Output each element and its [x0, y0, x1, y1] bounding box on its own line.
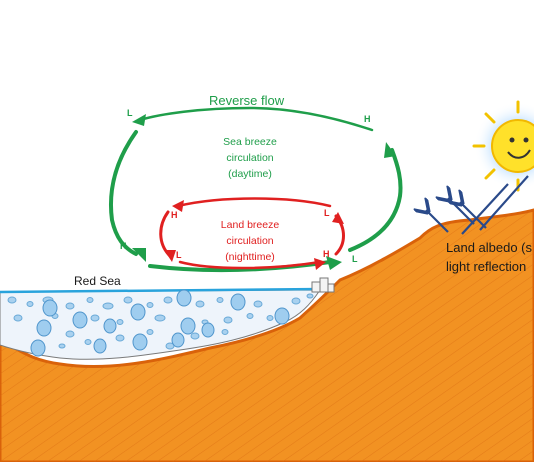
land-breeze-marker-top-left: H	[171, 210, 178, 220]
sea-breeze-line-2: circulation	[226, 152, 274, 164]
arrow-head	[172, 200, 184, 212]
land-breeze-marker-top-right: L	[324, 208, 330, 218]
arrow-head	[164, 250, 176, 262]
arrow-head	[314, 258, 326, 270]
land-breeze-marker-bottom-right: H	[323, 249, 330, 259]
land-breeze-top-flow	[176, 197, 332, 208]
sea-breeze-left-flow	[109, 130, 138, 256]
sea-breeze-line-1: Sea breeze	[223, 136, 277, 148]
sea-surface-line	[0, 287, 323, 294]
land-albedo-line-2: light reflection	[446, 259, 527, 274]
sea-breeze-top-flow	[138, 106, 374, 132]
land-breeze-left-flow	[159, 210, 172, 258]
sea-breeze-label: Sea breeze circulation (daytime)	[210, 134, 290, 182]
arrow-head	[384, 142, 396, 158]
reverse-flow-label: Reverse flow	[209, 93, 285, 108]
land-albedo-label: Land albedo (s light reflection	[446, 238, 532, 276]
land-breeze-line-2: circulation	[226, 235, 274, 247]
land-breeze-bottom-flow	[178, 260, 322, 270]
land-breeze-line-3: (nighttime)	[225, 251, 275, 263]
sea-breeze-marker-bottom-left: H	[120, 241, 127, 251]
land-breeze-line-1: Land breeze	[220, 219, 280, 231]
sea-breeze-right-flow	[348, 148, 403, 252]
land-albedo-line-1: Land albedo (s	[446, 240, 533, 255]
land-breeze-arrowheads	[164, 200, 344, 270]
arrow-head	[132, 248, 146, 262]
sea-breeze-marker-top-left: L	[127, 108, 133, 118]
sun-rays	[426, 175, 529, 235]
arrow-head	[326, 256, 342, 270]
sea-breeze-line-3: (daytime)	[228, 168, 272, 180]
land-hatching	[0, 210, 534, 462]
city-buildings-icon	[311, 277, 335, 293]
arrow-head	[132, 114, 146, 126]
sea-breeze-marker-top-right: H	[364, 114, 371, 124]
sea-breeze-marker-bottom-right: L	[352, 254, 358, 264]
sea-breeze-arrowheads	[132, 114, 396, 270]
land-breeze-marker-bottom-left: L	[176, 250, 182, 260]
land-breeze-label: Land breeze circulation (nighttime)	[208, 217, 292, 265]
red-sea-label: Red Sea	[74, 274, 121, 288]
arrow-head	[332, 212, 344, 224]
water-droplet-icon	[7, 293, 314, 350]
water-droplet-icon	[30, 289, 290, 357]
